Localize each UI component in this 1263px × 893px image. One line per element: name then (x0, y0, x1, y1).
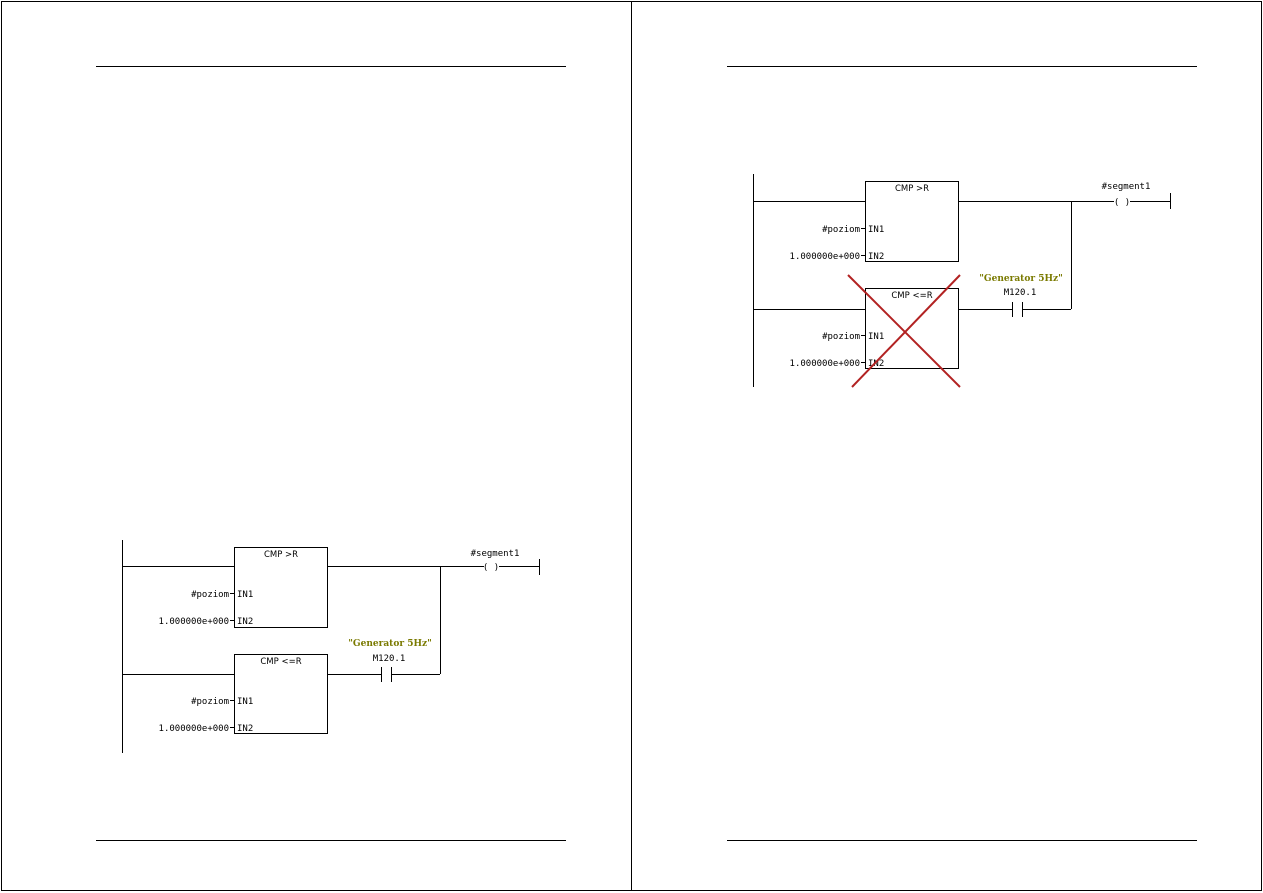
compare-block-le-label: CMP <=R (891, 291, 932, 301)
pin-in2: IN2 (237, 724, 253, 734)
in1-operand: #poziom (191, 590, 229, 600)
in2-operand: 1.000000e+000 (159, 617, 229, 627)
in2-operand: 1.000000e+000 (159, 724, 229, 734)
right-page: CMP >R IN1 IN2 #poziom 1.000000e+000 #se… (727, 66, 1197, 841)
compare-block-gt-label: CMP >R (264, 550, 298, 560)
pin-in2: IN2 (237, 617, 253, 627)
ladder-network: CMP >R IN1 IN2 #poziom 1.000000e+000 #se… (122, 540, 540, 753)
coil-name: #segment1 (471, 549, 520, 559)
contact-address: M120.1 (373, 654, 406, 664)
in1-operand: #poziom (191, 697, 229, 707)
compare-block-gt-label: CMP >R (895, 184, 929, 194)
pin-in1: IN1 (868, 225, 884, 235)
in2-operand: 1.000000e+000 (790, 359, 860, 369)
cross-out-mark (847, 274, 961, 388)
contact-address: M120.1 (1004, 288, 1037, 298)
pin-in2: IN2 (868, 252, 884, 262)
compare-block-gt (234, 547, 328, 628)
compare-block-le (234, 654, 328, 734)
coil-symbol: ( ) (1114, 198, 1130, 208)
contact-symbol: "Generator 5Hz" (979, 274, 1063, 284)
ladder-network: CMP >R IN1 IN2 #poziom 1.000000e+000 #se… (753, 174, 1171, 388)
compare-block-le-label: CMP <=R (260, 657, 301, 667)
pin-in2: IN2 (868, 359, 884, 369)
pin-in1: IN1 (868, 332, 884, 342)
in1-operand: #poziom (822, 225, 860, 235)
in2-operand: 1.000000e+000 (790, 252, 860, 262)
compare-block-le (865, 288, 959, 369)
pin-in1: IN1 (237, 697, 253, 707)
in1-operand: #poziom (822, 332, 860, 342)
pin-in1: IN1 (237, 590, 253, 600)
contact-symbol: "Generator 5Hz" (348, 639, 432, 649)
left-page: CMP >R IN1 IN2 #poziom 1.000000e+000 #se… (96, 66, 566, 841)
coil-symbol: ( ) (483, 563, 499, 573)
compare-block-gt (865, 181, 959, 262)
coil-name: #segment1 (1102, 182, 1151, 192)
